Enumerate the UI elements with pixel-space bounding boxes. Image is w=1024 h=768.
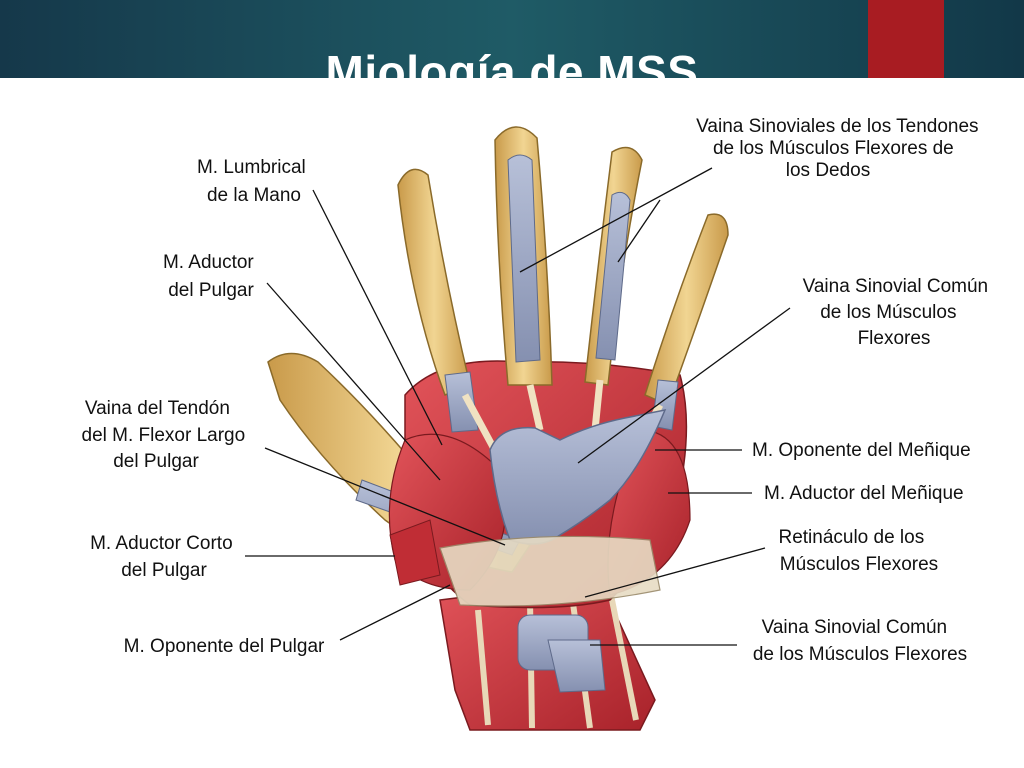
slide-title: Miología de MSS — [325, 46, 699, 78]
finger-middle — [494, 126, 553, 386]
label-aductor-menique: M. Aductor del Meñique — [764, 483, 964, 504]
label-oponente-menique: M. Oponente del Meñique — [752, 440, 971, 461]
finger-little — [644, 213, 729, 431]
finger-ring — [584, 146, 643, 386]
flexor-retinaculum — [439, 535, 661, 607]
slide-header: Miología de MSS — [0, 0, 1024, 78]
label-lumbrical: M. Lumbrical de la Mano — [197, 157, 311, 206]
forearm-sheath-lower — [547, 639, 606, 693]
label-aductor-corto: M. Aductor Corto del Pulgar — [90, 533, 238, 581]
leader-lines — [245, 167, 791, 646]
header-accent-block — [868, 0, 944, 78]
short-abductor — [389, 519, 441, 586]
label-vainas-tendones: Vaina Sinoviales de los Tendones de los … — [696, 116, 984, 181]
label-retinaculo: Retináculo de los Músculos Flexores — [778, 527, 938, 575]
label-vaina-comun-superior: Vaina Sinovial Común de los Músculos Fle… — [803, 276, 994, 349]
labels: M. Lumbrical de la Mano M. Aductor del P… — [82, 116, 994, 665]
hand-illustration — [267, 126, 729, 731]
finger-index — [397, 168, 479, 433]
label-oponente-pulgar: M. Oponente del Pulgar — [124, 636, 325, 657]
label-vaina-flexor-largo: Vaina del Tendón del M. Flexor Largo del… — [82, 398, 251, 472]
label-vaina-comun-inferior: Vaina Sinovial Común de los Músculos Fle… — [753, 617, 967, 665]
label-aductor-pulgar: M. Aductor del Pulgar — [163, 252, 259, 301]
